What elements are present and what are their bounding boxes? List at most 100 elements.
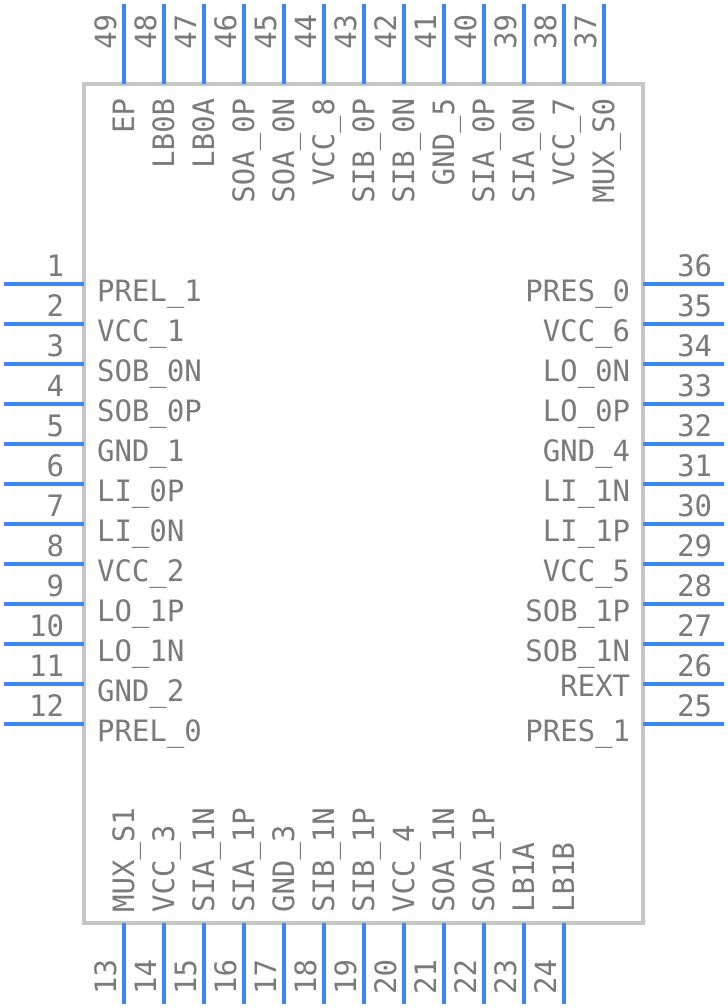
pin-21-number: 21 <box>409 959 443 994</box>
pin-12-number: 12 <box>29 689 64 723</box>
pin-label-sia-0n: SIA_0N <box>507 98 542 203</box>
pin-label-vcc-7: VCC_7 <box>547 98 582 185</box>
pin-label-sob-0n: SOB_0N <box>97 354 202 389</box>
pin-label-sia-1p: SIA_1P <box>227 807 262 912</box>
pin-3-number: 3 <box>47 329 64 363</box>
pin-15-number: 15 <box>169 959 203 994</box>
pin-label-gnd-2: GND_2 <box>97 674 184 709</box>
pin-40-number: 40 <box>449 14 483 49</box>
pin-29-number: 29 <box>677 529 712 563</box>
pin-label-gnd-4: GND_4 <box>543 434 630 469</box>
pin-label-sob-1n: SOB_1N <box>525 634 630 669</box>
pin-label-gnd-5: GND_5 <box>427 98 462 185</box>
pin-label-lo-1p: LO_1P <box>97 594 184 629</box>
pin-label-lb0b: LB0B <box>147 98 181 168</box>
pin-49-number: 49 <box>89 14 123 49</box>
pin-label-lo-1n: LO_1N <box>97 634 184 669</box>
pin-30-number: 30 <box>677 489 712 523</box>
pin-39-number: 39 <box>489 14 523 49</box>
pin-label-vcc-5: VCC_5 <box>543 554 630 589</box>
pin-25-number: 25 <box>677 689 712 723</box>
pin-label-sib-0p: SIB_0P <box>347 98 382 203</box>
pin-37-number: 37 <box>569 14 603 49</box>
pin-34-number: 34 <box>677 329 712 363</box>
ic-body <box>82 82 645 925</box>
pin-label-gnd-3: GND_3 <box>267 825 302 912</box>
pin-label-vcc-3: VCC_3 <box>147 825 182 912</box>
pin-33-number: 33 <box>677 369 712 403</box>
pin-47-number: 47 <box>169 14 203 49</box>
pin-20-number: 20 <box>369 959 403 994</box>
pin-label-vcc-1: VCC_1 <box>97 314 184 349</box>
pin-label-lb1b: LB1B <box>547 842 581 912</box>
pin-44-number: 44 <box>289 14 323 49</box>
pin-11-number: 11 <box>29 649 64 683</box>
pin-18-number: 18 <box>289 959 323 994</box>
pin-label-sob-1p: SOB_1P <box>525 594 630 629</box>
pin-label-li-1p: LI_1P <box>543 514 630 549</box>
pin-label-sib-0n: SIB_0N <box>387 98 422 203</box>
pin-label-lb1a: LB1A <box>507 842 541 912</box>
pin-10-number: 10 <box>29 609 64 643</box>
pin-16-number: 16 <box>209 959 243 994</box>
pin-43-number: 43 <box>329 14 363 49</box>
pin-label-lo-0p: LO_0P <box>543 394 630 429</box>
pin-36-number: 36 <box>677 249 712 283</box>
pin-45-number: 45 <box>249 14 283 49</box>
pin-label-soa-1n: SOA_1N <box>427 807 462 912</box>
pin-32-number: 32 <box>677 409 712 443</box>
pin-label-vcc-6: VCC_6 <box>543 314 630 349</box>
pin-41-number: 41 <box>409 14 443 49</box>
pin-label-soa-0p: SOA_0P <box>227 98 262 203</box>
pin-label-li-0n: LI_0N <box>97 514 184 549</box>
pin-23-number: 23 <box>489 959 523 994</box>
pin-17-number: 17 <box>249 959 283 994</box>
pin-13-number: 13 <box>89 959 123 994</box>
pin-24-number: 24 <box>529 959 563 994</box>
pin-label-ep: EP <box>107 98 141 133</box>
pin-4-number: 4 <box>47 369 64 403</box>
pin-label-li-0p: LI_0P <box>97 474 184 509</box>
pin-48-number: 48 <box>129 14 163 49</box>
pin-label-soa-0n: SOA_0N <box>267 98 302 203</box>
pin-5-number: 5 <box>47 409 64 443</box>
pin-27-number: 27 <box>677 609 712 643</box>
pin-35-number: 35 <box>677 289 712 323</box>
pins-layer: 1PREL_12VCC_13SOB_0N4SOB_0P5GND_16LI_0P7… <box>4 4 724 1004</box>
pin-label-sib-1p: SIB_1P <box>347 807 382 912</box>
pin-22-number: 22 <box>449 959 483 994</box>
pin-1-number: 1 <box>47 249 64 283</box>
pin-label-sia-1n: SIA_1N <box>187 807 222 912</box>
pin-label-lo-0n: LO_0N <box>543 354 630 389</box>
pin-31-number: 31 <box>677 449 712 483</box>
pin-label-mux-s0: MUX_S0 <box>587 98 622 203</box>
pin-label-vcc-4: VCC_4 <box>387 825 422 912</box>
pin-label-pres-1: PRES_1 <box>525 714 630 749</box>
pin-2-number: 2 <box>47 289 64 323</box>
pin-38-number: 38 <box>529 14 563 49</box>
pin-label-pres-0: PRES_0 <box>525 274 630 309</box>
pin-label-vcc-2: VCC_2 <box>97 554 184 589</box>
pin-label-li-1n: LI_1N <box>543 474 630 509</box>
pin-26-number: 26 <box>677 649 712 683</box>
pin-label-prel-1: PREL_1 <box>97 274 202 309</box>
pin-8-number: 8 <box>47 529 64 563</box>
pin-42-number: 42 <box>369 14 403 49</box>
pin-label-gnd-1: GND_1 <box>97 434 184 469</box>
pin-label-soa-1p: SOA_1P <box>467 807 502 912</box>
pin-label-sia-0p: SIA_0P <box>467 98 502 203</box>
pin-label-sib-1n: SIB_1N <box>307 807 342 912</box>
pin-label-vcc-8: VCC_8 <box>307 98 342 185</box>
pin-28-number: 28 <box>677 569 712 603</box>
pin-9-number: 9 <box>47 569 64 603</box>
pin-14-number: 14 <box>129 959 163 994</box>
pin-6-number: 6 <box>47 449 64 483</box>
pin-label-mux-s1: MUX_S1 <box>107 807 142 912</box>
pin-label-rext: REXT <box>560 669 630 703</box>
pin-label-lb0a: LB0A <box>187 98 221 168</box>
pin-label-prel-0: PREL_0 <box>97 714 202 749</box>
pin-46-number: 46 <box>209 14 243 49</box>
pin-label-sob-0p: SOB_0P <box>97 394 202 429</box>
pin-19-number: 19 <box>329 959 363 994</box>
